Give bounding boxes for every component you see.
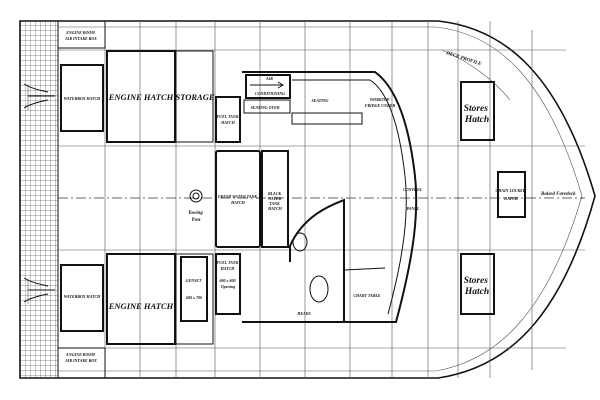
fresh-water-tank-hatch bbox=[215, 150, 261, 248]
air-intake-label-bottom: ENGINE ROOM AIR INTAKE BOX bbox=[64, 352, 97, 363]
chain-locker-label: CHAIN LOCKER HATCH bbox=[496, 188, 527, 201]
fuel-tank-hatch-label-top: FUEL TANK HATCH bbox=[217, 114, 240, 125]
seating-over-label: SEATING OVER bbox=[250, 105, 279, 110]
engine-hatch-label-bottom: ENGINE HATCH bbox=[108, 301, 174, 311]
transom-grid bbox=[19, 20, 59, 379]
deck-profile-line bbox=[441, 49, 511, 101]
stores-hatch-label-bottom: Stores Hatch bbox=[464, 276, 491, 297]
air-intake-box-bottom bbox=[57, 347, 106, 379]
engine-hatch-top bbox=[106, 50, 176, 143]
chart-table-line bbox=[343, 267, 386, 271]
heads-compartment bbox=[289, 198, 345, 322]
genset-compartment bbox=[175, 253, 214, 345]
fuel-tank-hatch-label-bottom: FUEL TANK HATCH 600 x 600 Opening bbox=[217, 260, 240, 289]
seating-label: SEATING bbox=[311, 98, 328, 103]
ac-arrow-icon bbox=[250, 81, 284, 89]
air-conditioning-box bbox=[245, 74, 291, 99]
sterndrive-symbol-bottom bbox=[23, 277, 55, 304]
engine-hatch-bottom bbox=[106, 253, 176, 345]
genset-label: GENSET 600 x 700 bbox=[186, 278, 203, 300]
hull-inner-line bbox=[58, 26, 583, 372]
stores-hatch-bottom bbox=[460, 253, 495, 315]
waterbox-hatch-label-bottom: WATERBOX HATCH bbox=[64, 294, 101, 299]
towing-post bbox=[189, 189, 203, 203]
sterndrive-symbol-top bbox=[23, 83, 55, 110]
raised-foredeck-label: Raised Foredeck bbox=[541, 192, 576, 197]
towing-post-label: Towing Post bbox=[188, 211, 204, 223]
heads-label: HEADS bbox=[296, 311, 311, 316]
hull-outline bbox=[19, 20, 596, 379]
air-conditioning-label: AIR CONDITIONING bbox=[255, 76, 285, 96]
fresh-water-tank-label: FRESH WATER TANK HATCH bbox=[218, 194, 258, 205]
wheelhouse-outline bbox=[242, 71, 418, 323]
black-water-tank-label: BLACK WATER TANK HATCH bbox=[267, 191, 283, 211]
air-intake-label-top: ENGINE ROOM AIR INTAKE BOX bbox=[64, 30, 97, 41]
worktop-label: WORKTOP FRIDGE UNDER bbox=[365, 97, 396, 108]
frame-lines bbox=[104, 21, 533, 378]
fuel-tank-hatch-bottom bbox=[215, 253, 241, 315]
stores-hatch-label-top: Stores Hatch bbox=[464, 104, 491, 125]
waterbox-hatch-bottom bbox=[60, 264, 104, 332]
waterbox-hatch-top bbox=[60, 64, 104, 132]
storage-label: STORAGE bbox=[175, 92, 214, 102]
wheelhouse-inner bbox=[292, 79, 407, 315]
seating-over-box bbox=[243, 99, 291, 114]
chart-table-label: CHART TABLE bbox=[353, 293, 381, 298]
stores-hatch-top bbox=[460, 81, 495, 141]
air-intake-box-top bbox=[57, 20, 106, 49]
control-panel-label: CONTROL PANEL bbox=[403, 187, 423, 211]
storage-compartment bbox=[175, 50, 214, 143]
engine-hatch-label-top: ENGINE HATCH bbox=[108, 92, 174, 102]
seating-bench bbox=[291, 112, 363, 125]
toilet-icon bbox=[309, 275, 329, 303]
towing-post-inner bbox=[192, 192, 200, 200]
deck-profile-label: DECK PROFILE bbox=[444, 51, 482, 68]
chain-locker-hatch bbox=[497, 171, 526, 218]
basin-icon bbox=[292, 232, 308, 252]
black-water-tank-hatch bbox=[261, 150, 289, 248]
waterbox-hatch-label-top: WATERBOX HATCH bbox=[64, 96, 101, 101]
genset-frame bbox=[180, 256, 208, 322]
fuel-tank-hatch-top bbox=[215, 96, 241, 143]
